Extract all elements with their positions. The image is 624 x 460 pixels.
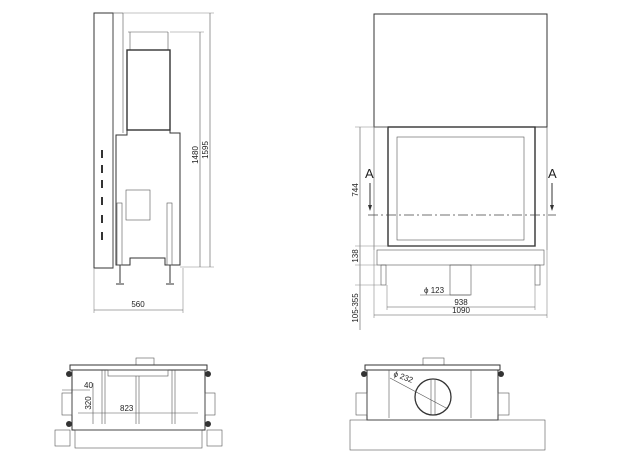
plan-top-view: ϕ 232 (349, 357, 546, 451)
dim-width: 560 (131, 300, 145, 309)
section-marker-right: A (548, 166, 557, 181)
dim-outer-width: 1090 (452, 306, 470, 315)
dim-flue-diameter: ϕ 123 (424, 286, 445, 295)
dim-outlet-diameter: ϕ 232 (392, 369, 414, 385)
dim-depth: 320 (84, 396, 93, 410)
front-view: A A 744 138 105-355 ϕ 123 938 1090 (351, 13, 557, 330)
dim-inner-width: 938 (454, 298, 468, 307)
side-view: 1595 1480 560 (93, 12, 214, 313)
section-marker-left: A (365, 166, 374, 181)
dim-base-height: 138 (351, 249, 360, 263)
dim-leg-range: 105-355 (351, 293, 360, 323)
dim-wall: 40 (84, 381, 93, 390)
plan-section-view: 40 320 823 (54, 357, 223, 449)
dim-door-height: 744 (351, 183, 360, 197)
dim-height-total: 1595 (201, 141, 210, 159)
dim-width-section: 823 (120, 404, 134, 413)
dim-height-body: 1480 (191, 146, 200, 164)
